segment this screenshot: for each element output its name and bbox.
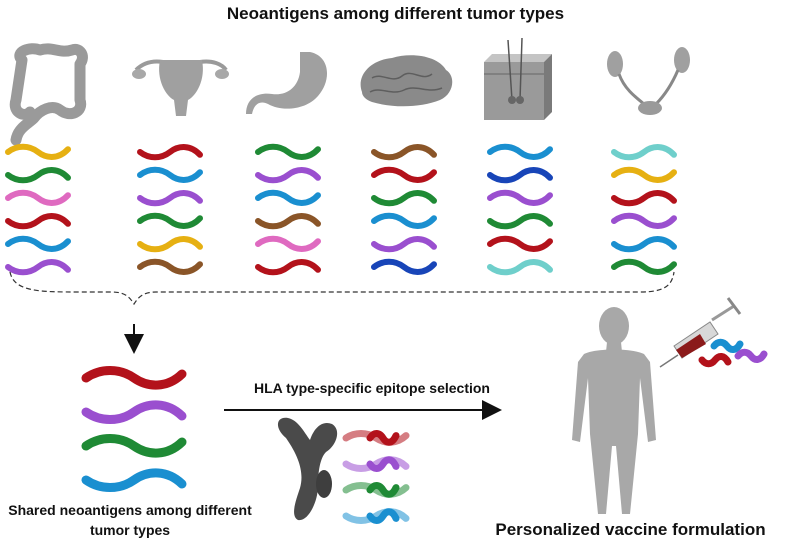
- shared-peptide: [81, 400, 187, 424]
- syringe-icon: [659, 297, 742, 368]
- neoantigen-peptide: [5, 143, 71, 160]
- hla-peptide: [342, 456, 410, 472]
- neoantigen-peptide: [137, 258, 203, 275]
- neoantigen-peptide: [137, 236, 203, 253]
- brain-icon: [360, 55, 453, 107]
- hla-peptide-core: [366, 482, 400, 498]
- vaccine-peptide: [710, 338, 744, 353]
- vaccine-peptides: [698, 338, 768, 368]
- vaccine-peptide: [698, 353, 732, 368]
- neoantigen-peptide: [371, 258, 437, 275]
- vaccine-peptide: [734, 348, 768, 363]
- neoantigen-peptide: [5, 167, 71, 184]
- neoantigen-peptide: [487, 235, 553, 252]
- neoantigen-peptide: [255, 213, 321, 230]
- neoantigen-peptide: [611, 144, 677, 161]
- shared-peptide: [81, 468, 187, 492]
- neoantigen-peptide: [487, 143, 553, 160]
- kidney-bladder-icon: [607, 47, 690, 115]
- skin-icon: [484, 37, 552, 120]
- grouping-brace: [9, 271, 675, 306]
- human-figure-icon: [572, 307, 656, 514]
- shared-peptide: [81, 434, 187, 458]
- neoantigen-peptide: [255, 259, 321, 276]
- neoantigen-peptide: [137, 166, 203, 183]
- neoantigen-peptide: [611, 190, 677, 207]
- uterus-icon: [132, 59, 229, 116]
- neoantigen-peptide: [611, 258, 677, 275]
- neoantigen-peptide: [371, 166, 437, 183]
- shared-neoantigens-label: Shared neoantigens among different tumor…: [8, 502, 252, 538]
- neoantigen-peptide: [487, 189, 553, 206]
- neoantigen-peptide: [611, 236, 677, 253]
- hla-molecule-icon: [277, 417, 338, 521]
- figure-title: Neoantigens among different tumor types: [226, 4, 565, 23]
- hla-peptides: [342, 430, 410, 524]
- neoantigen-peptide: [371, 212, 437, 229]
- neoantigen-peptide: [137, 190, 203, 207]
- shared-neoantigens: [81, 366, 187, 492]
- neoantigen-peptide: [255, 167, 321, 184]
- hla-peptide: [342, 508, 410, 524]
- neoantigen-columns: [5, 143, 677, 276]
- neoantigen-peptide: [371, 190, 437, 207]
- neoantigen-peptide: [371, 236, 437, 253]
- hla-peptide-core: [366, 508, 400, 524]
- neoantigen-peptide: [611, 212, 677, 229]
- neoantigen-peptide: [255, 143, 321, 160]
- neoantigen-peptide: [255, 189, 321, 206]
- neoantigen-peptide: [255, 235, 321, 252]
- neoantigen-peptide: [487, 167, 553, 184]
- vaccine-formulation-label: Personalized vaccine formulation: [495, 520, 766, 539]
- neoantigen-peptide: [611, 166, 677, 183]
- neoantigen-peptide: [487, 259, 553, 276]
- neoantigen-peptide: [137, 144, 203, 161]
- colon-icon: [9, 43, 88, 146]
- hla-peptide-core: [366, 456, 400, 472]
- neoantigen-peptide: [371, 144, 437, 161]
- neoantigen-peptide: [137, 212, 203, 229]
- hla-peptide: [342, 430, 410, 446]
- neoantigen-peptide: [5, 213, 71, 230]
- neoantigen-peptide: [5, 235, 71, 252]
- stomach-icon: [246, 52, 328, 114]
- neoantigen-peptide: [5, 189, 71, 206]
- hla-selection-label: HLA type-specific epitope selection: [254, 380, 490, 396]
- hla-peptide: [342, 482, 410, 498]
- neoantigen-peptide: [5, 259, 71, 276]
- neoantigen-peptide: [487, 213, 553, 230]
- shared-peptide: [81, 366, 187, 390]
- hla-peptide-core: [366, 430, 400, 446]
